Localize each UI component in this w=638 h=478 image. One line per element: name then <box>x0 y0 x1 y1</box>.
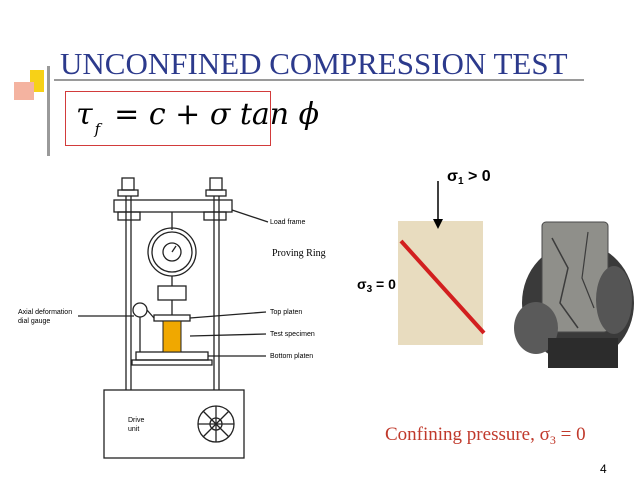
proving-ring-label: Proving Ring <box>270 248 328 259</box>
label-drive: Drive <box>128 417 144 424</box>
unconfined-compression-apparatus-diagram: Load frame Top platen Test specimen Bott… <box>18 177 315 459</box>
sigma1-label: σ1 > 0 <box>447 168 491 187</box>
failure-plane-line <box>399 239 486 335</box>
formula-subscript-f: f <box>94 120 101 138</box>
formula-box <box>65 91 271 146</box>
sigma3-subscript: 3 <box>366 284 373 295</box>
slide-title: UNCONFINED COMPRESSION TEST <box>60 46 568 81</box>
sigma1-symbol: σ <box>447 168 458 185</box>
formula-tau: τ <box>76 97 93 132</box>
page-number: 4 <box>600 462 607 476</box>
confining-pressure-text: Confining pressure, σ3 = 0 <box>385 424 586 448</box>
confining-value: = 0 <box>555 424 586 445</box>
title-underline <box>54 79 584 81</box>
label-unit: unit <box>128 426 139 433</box>
title-accent-orange <box>14 82 34 100</box>
label-axial-deformation: Axial deformation <box>18 309 72 316</box>
sigma3-condition: = 0 <box>372 276 396 292</box>
title-accent-vertical-line <box>47 66 50 156</box>
label-dial-gauge: dial gauge <box>18 318 50 325</box>
label-bottom-platen: Bottom platen <box>270 353 313 360</box>
label-test-specimen: Test specimen <box>270 331 315 338</box>
arrow-head-icon <box>433 219 443 229</box>
test-specimen <box>162 320 182 353</box>
sigma3-label: σ3 = 0 <box>357 276 396 295</box>
label-top-platen: Top platen <box>270 309 302 316</box>
sigma1-condition: > 0 <box>463 168 491 185</box>
stress-overlay <box>399 181 486 335</box>
confining-label: Confining pressure, σ <box>385 424 550 445</box>
sigma3-symbol: σ <box>357 276 367 292</box>
confining-subscript: 3 <box>549 433 556 447</box>
failed-specimen-photo <box>514 221 634 368</box>
formula-rhs: = c + σ tan ϕ <box>114 97 320 132</box>
label-load-frame: Load frame <box>270 219 306 226</box>
sigma1-subscript: 1 <box>457 176 464 187</box>
